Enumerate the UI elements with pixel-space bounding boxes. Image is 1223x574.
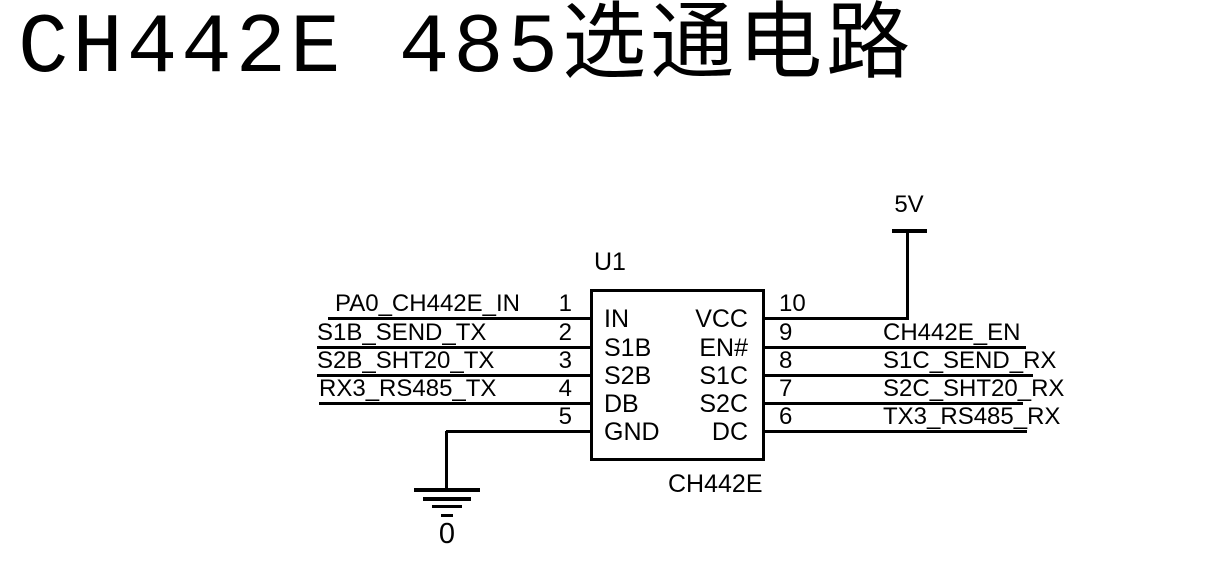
pin-number-1: 1	[558, 290, 572, 317]
ground-bar-2	[423, 497, 471, 501]
ground-net-label: 0	[438, 518, 456, 550]
net-label-pa0-ch442e-in: PA0_CH442E_IN	[335, 290, 520, 317]
pin-number-10: 10	[779, 290, 806, 317]
net-label-s1b-send-tx: S1B_SEND_TX	[317, 319, 487, 346]
wire-pin5	[446, 430, 590, 433]
pin-number-9: 9	[779, 319, 793, 346]
pin-name-s1b: S1B	[604, 334, 652, 362]
pin-name-in: IN	[604, 305, 629, 333]
wire-pin2	[317, 346, 590, 349]
chip-refdes: U1	[594, 248, 626, 276]
wire-pin9	[762, 346, 1026, 349]
pin-name-gnd: GND	[604, 418, 660, 446]
pin-number-8: 8	[779, 347, 793, 374]
schematic-title: CH442E 485选通电路	[18, 2, 915, 97]
net-label-s2c-sht20-rx: S2C_SHT20_RX	[883, 375, 1065, 402]
wire-pin3	[317, 374, 590, 377]
pin-name-s2c: S2C	[699, 390, 748, 418]
pin-name-s2b: S2B	[604, 362, 652, 390]
ground-bar-3	[432, 505, 462, 508]
vcc-5v-label: 5V	[894, 191, 924, 218]
pin-name-db: DB	[604, 390, 639, 418]
wire-pin4	[319, 402, 590, 405]
net-label-rx3-rs485-tx: RX3_RS485_TX	[319, 375, 497, 402]
pin-name-en: EN#	[699, 334, 748, 362]
wire-pin1	[328, 317, 590, 320]
pin-name-vcc: VCC	[695, 305, 748, 333]
pin-name-dc: DC	[711, 418, 748, 446]
ground-vertical-wire	[445, 431, 448, 490]
wire-pin10	[762, 317, 909, 320]
wire-pin7	[762, 402, 1023, 405]
pin-number-4: 4	[558, 375, 572, 402]
wire-pin8	[762, 374, 1033, 377]
ground-bar-1	[414, 488, 480, 492]
pin-number-3: 3	[558, 347, 572, 374]
chip-body-u1	[590, 289, 765, 461]
pin-number-2: 2	[558, 319, 572, 346]
net-label-tx3-rs485-rx: TX3_RS485_RX	[883, 403, 1061, 430]
chip-part-number: CH442E	[668, 470, 763, 498]
net-label-s1c-send-rx: S1C_SEND_RX	[883, 347, 1057, 374]
net-label-s2b-sht20-tx: S2B_SHT20_TX	[317, 347, 495, 374]
pin-number-7: 7	[779, 375, 793, 402]
wire-pin6	[762, 430, 1027, 433]
vcc-power-bar	[892, 229, 927, 233]
ground-bar-4	[441, 514, 453, 517]
pin-name-s1c: S1C	[699, 362, 748, 390]
pin-number-6: 6	[779, 403, 793, 430]
pin-number-5: 5	[558, 403, 572, 430]
net-label-ch442e-en: CH442E_EN	[883, 319, 1021, 346]
vcc-vertical-wire	[906, 231, 909, 318]
